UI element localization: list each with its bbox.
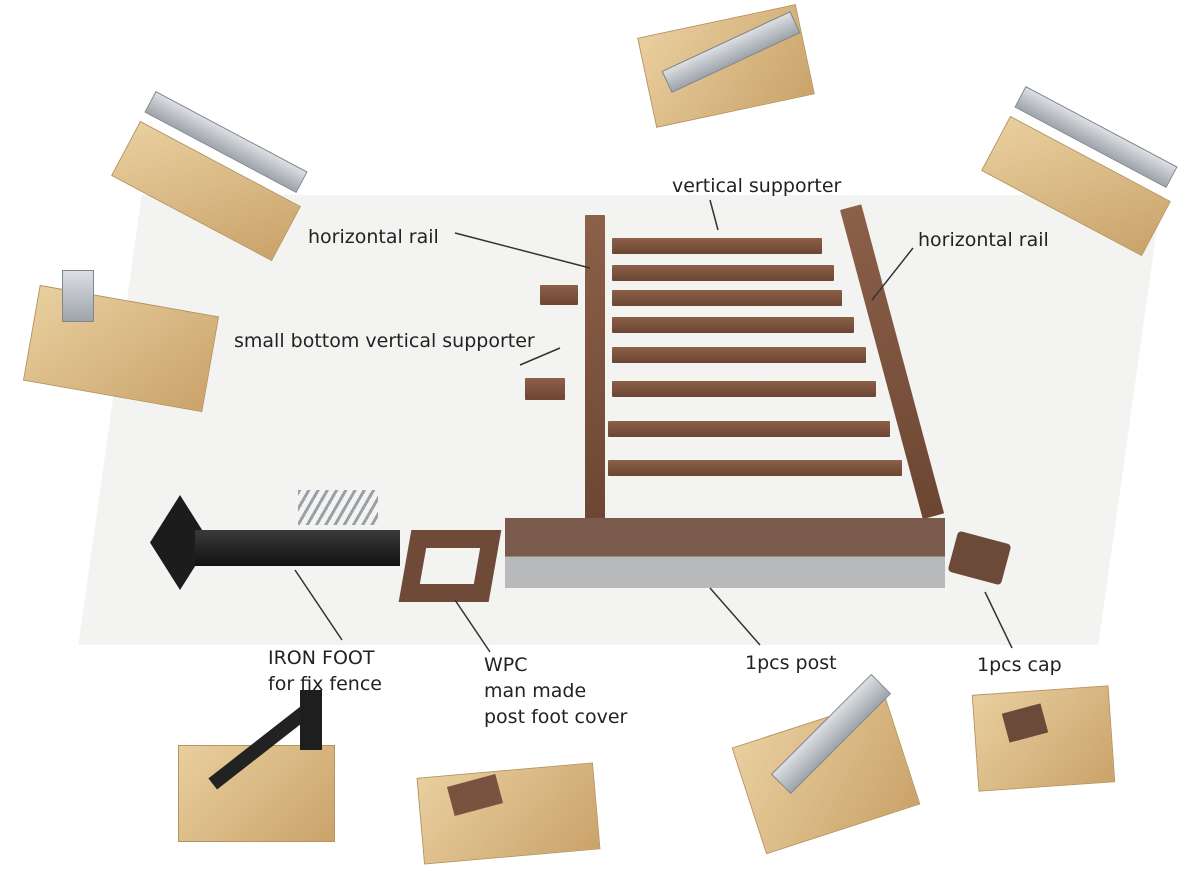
label-post-foot-cover: WPC man made post foot cover [484,652,627,730]
label-post-foot-cover-line3: post foot cover [484,706,628,728]
label-vertical-supporter: vertical supporter [672,175,842,197]
post-part [505,518,945,588]
label-iron-foot: IRON FOOT for fix fence [268,645,382,697]
label-iron-foot-line2: for fix fence [268,673,382,695]
label-post-foot-cover-line1: WPC [484,654,528,676]
horizontal-rail-left-part [585,215,605,525]
screws [298,490,378,525]
label-small-bottom-vertical-supporter: small bottom vertical supporter [234,330,535,352]
label-post: 1pcs post [745,652,837,674]
label-horizontal-rail-right: horizontal rail [918,229,1049,251]
label-horizontal-rail-left: horizontal rail [308,226,439,248]
label-iron-foot-line1: IRON FOOT [268,647,375,669]
label-post-foot-cover-line2: man made [484,680,587,702]
label-cap: 1pcs cap [977,654,1062,676]
